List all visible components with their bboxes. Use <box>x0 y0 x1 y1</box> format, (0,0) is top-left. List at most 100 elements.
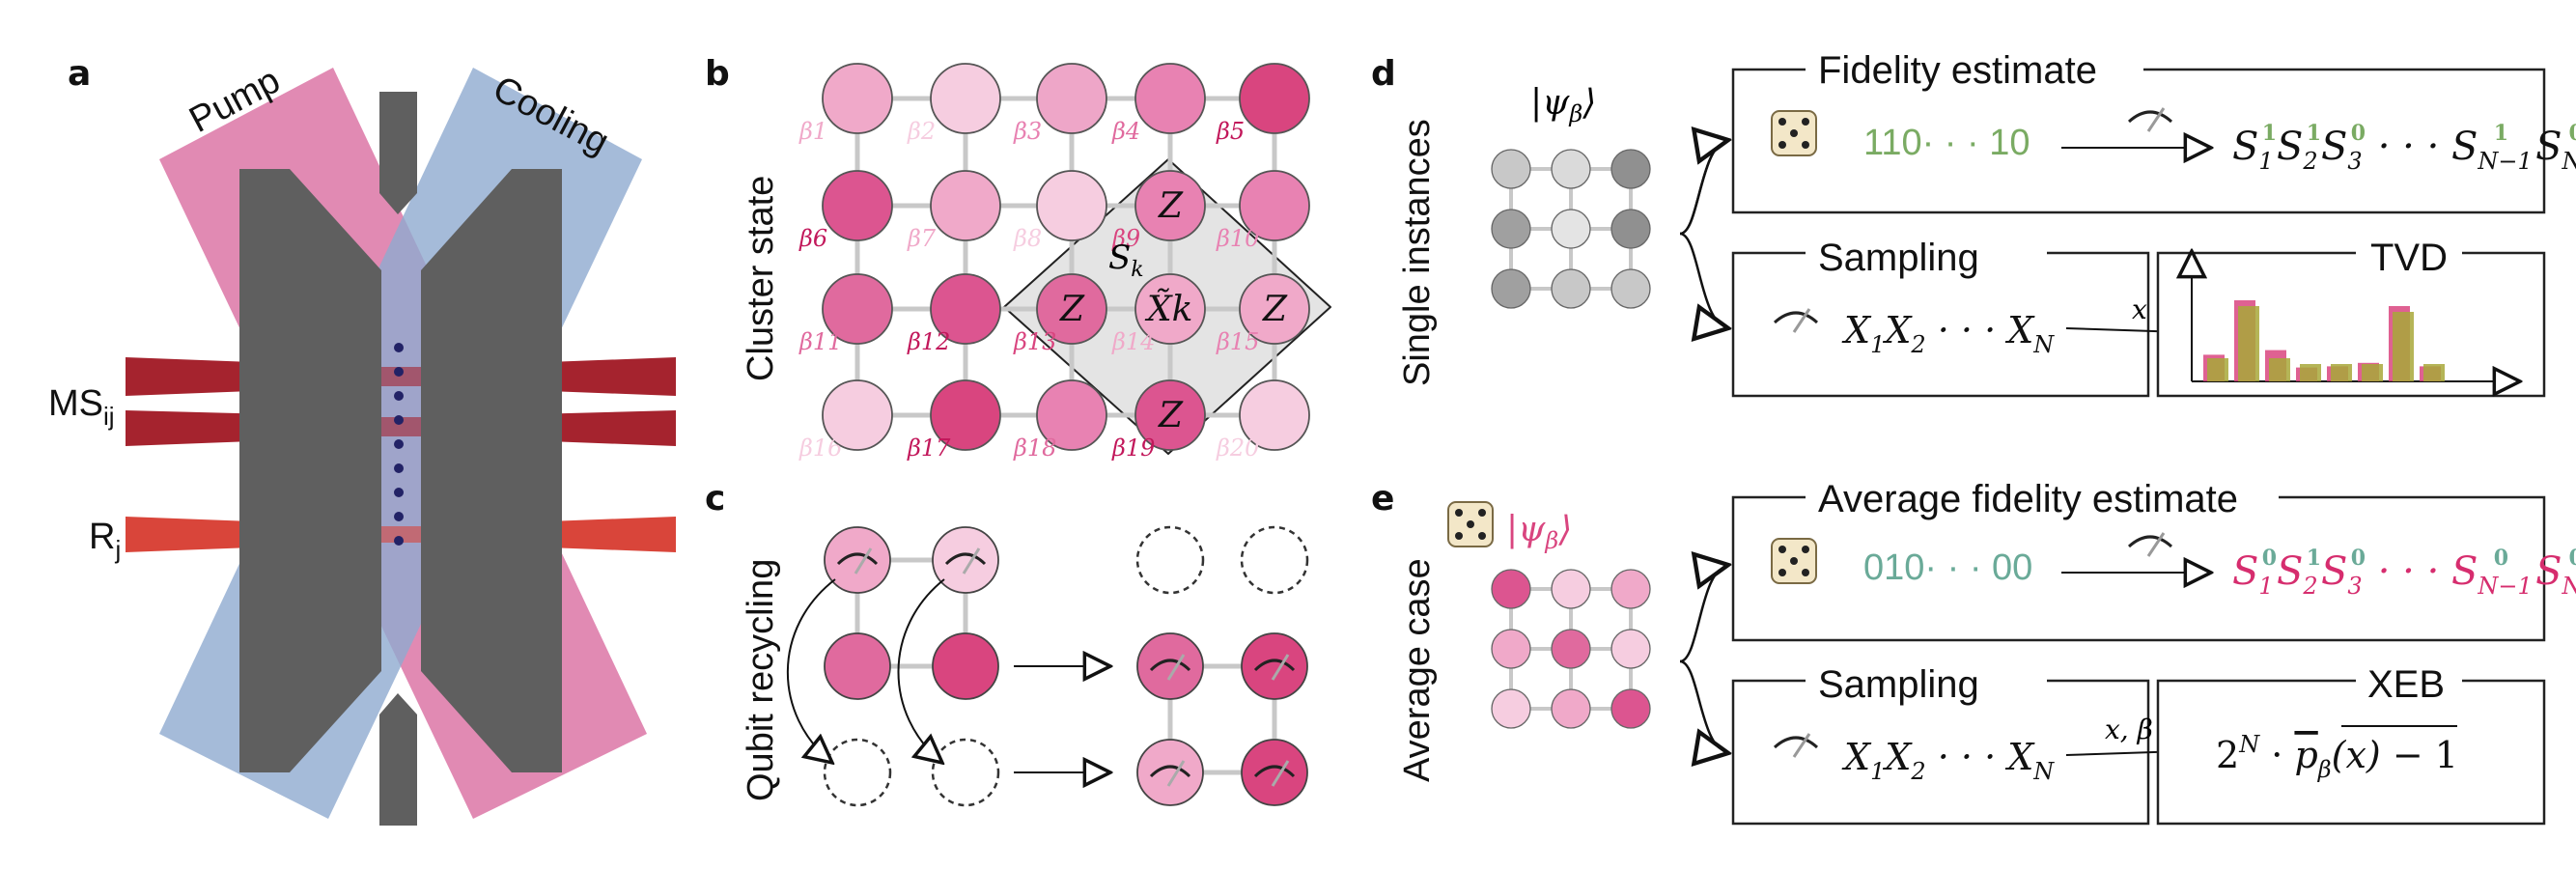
tvd-bar-measured <box>2331 364 2352 381</box>
state-qubit <box>1491 629 1531 669</box>
tvd-bar-measured <box>2423 364 2445 381</box>
z-operator: Z <box>1158 186 1184 226</box>
beta-label: β14 <box>1111 328 1155 355</box>
cluster-qubit <box>1134 170 1206 241</box>
state-qubit <box>1491 149 1531 189</box>
tvd-bar-measured <box>2300 364 2321 381</box>
avg-fidelity-bits: 010· · · 00 <box>1863 547 2032 588</box>
tvd-histogram <box>2192 251 2520 381</box>
cluster-qubit <box>1134 379 1206 451</box>
tvd-title: TVD <box>2370 237 2448 279</box>
z-operator: Z <box>1158 396 1184 435</box>
top-needle <box>379 92 417 214</box>
panel-a-letter: a <box>68 54 91 94</box>
xeb-box <box>2156 679 2546 826</box>
qubit <box>932 526 999 594</box>
state-qubit <box>1491 209 1531 249</box>
cluster-state-label: Cluster state <box>741 176 781 381</box>
meter-icon <box>1773 308 1819 333</box>
state-qubit <box>1551 209 1591 249</box>
arrow-label-e: x, β <box>2105 714 2153 745</box>
qubit-recycling-label: Qubit recycling <box>741 559 781 801</box>
beta-label: β1 <box>798 118 827 145</box>
state-qubit <box>1491 688 1531 729</box>
state-qubit <box>1610 629 1651 669</box>
r-label: Rj <box>89 517 121 564</box>
arrow-label-d: x <box>2132 294 2147 325</box>
cluster-qubit <box>1036 170 1107 241</box>
cluster-qubit <box>1134 273 1206 345</box>
cluster-qubit <box>1036 379 1107 451</box>
single-instances-label: Single instances <box>1397 119 1438 386</box>
cluster-qubit <box>822 379 893 451</box>
beta-label: β10 <box>1216 225 1259 252</box>
qubit <box>1241 632 1308 700</box>
cluster-qubit <box>1036 273 1107 345</box>
meter-icon <box>2127 107 2173 132</box>
xeb-expr: 2N · pβ(x) − 1 <box>2216 731 2458 783</box>
qubit <box>1136 739 1204 806</box>
state-qubit <box>1491 268 1531 309</box>
tvd-bar-measured <box>2393 312 2414 381</box>
panel-d: d Single instances |ψβ⟩ Fidelity estimat… <box>1371 49 2576 398</box>
beta-label: β12 <box>907 328 950 355</box>
beta-label: β16 <box>798 434 842 462</box>
beta-label: β3 <box>1013 118 1042 145</box>
z-operator: Z <box>1059 290 1085 329</box>
qubit <box>824 526 891 594</box>
cluster-qubit <box>822 170 893 241</box>
recycled-slot <box>1135 525 1205 595</box>
dice-icon <box>1447 501 1494 547</box>
state-label-d: |ψβ⟩ <box>1530 83 1596 127</box>
beta-label: β19 <box>1111 434 1155 462</box>
ms-label: MSij <box>48 383 115 431</box>
ion-chain <box>394 343 404 546</box>
cluster-qubit <box>1134 63 1206 134</box>
avg-fidelity-box <box>1731 495 2546 642</box>
x-operator: X̃k <box>1144 289 1192 329</box>
bottom-needle <box>379 693 417 826</box>
state-qubit <box>1610 149 1651 189</box>
beta-label: β6 <box>798 225 827 252</box>
cluster-qubit <box>930 273 1001 345</box>
beta-label: β8 <box>1013 225 1042 252</box>
recycled-slot <box>931 738 1000 807</box>
cluster-qubit <box>930 379 1001 451</box>
dice-icon <box>1771 110 1817 156</box>
panel-c: c Qubit recycling <box>705 479 1309 807</box>
sampling-expr-d: X1X2 · · · XN <box>1841 309 2055 358</box>
beta-label: β9 <box>1111 225 1140 252</box>
cluster-qubit <box>1239 379 1310 451</box>
state-qubit <box>1551 268 1591 309</box>
beta-label: β18 <box>1013 434 1056 462</box>
panel-e: e Average case |ψβ⟩ Average fidelity est… <box>1371 478 2576 826</box>
sampling-box-e <box>1731 679 2150 826</box>
beta-label: β17 <box>907 434 951 462</box>
right-electrode <box>421 169 562 772</box>
sampling-title-e: Sampling <box>1818 663 1979 706</box>
beta-label: β11 <box>798 328 842 355</box>
fidelity-bits: 110· · · 10 <box>1863 123 2030 163</box>
beta-label: β7 <box>907 225 937 252</box>
state-qubit <box>1551 629 1591 669</box>
qubit <box>1241 739 1308 806</box>
xeb-title: XEB <box>2367 663 2445 706</box>
tvd-bar-measured <box>2269 358 2290 381</box>
state-qubit <box>1610 209 1651 249</box>
panel-a: a Pump Cooling MSij <box>48 54 676 826</box>
state-qubit <box>1610 688 1651 729</box>
meter-icon <box>2127 532 2173 557</box>
beta-label: β5 <box>1216 118 1245 145</box>
beta-label: β4 <box>1111 118 1140 145</box>
sampling-expr-e: X1X2 · · · XN <box>1841 736 2055 785</box>
cluster-qubit <box>822 63 893 134</box>
qubit <box>824 632 891 700</box>
z-operator: Z <box>1262 290 1288 329</box>
panel-e-letter: e <box>1371 479 1394 519</box>
sampling-box-d <box>1731 251 2150 398</box>
state-grid-d <box>1491 149 1651 309</box>
tvd-bar-measured <box>2362 364 2383 381</box>
state-qubit <box>1610 268 1651 309</box>
